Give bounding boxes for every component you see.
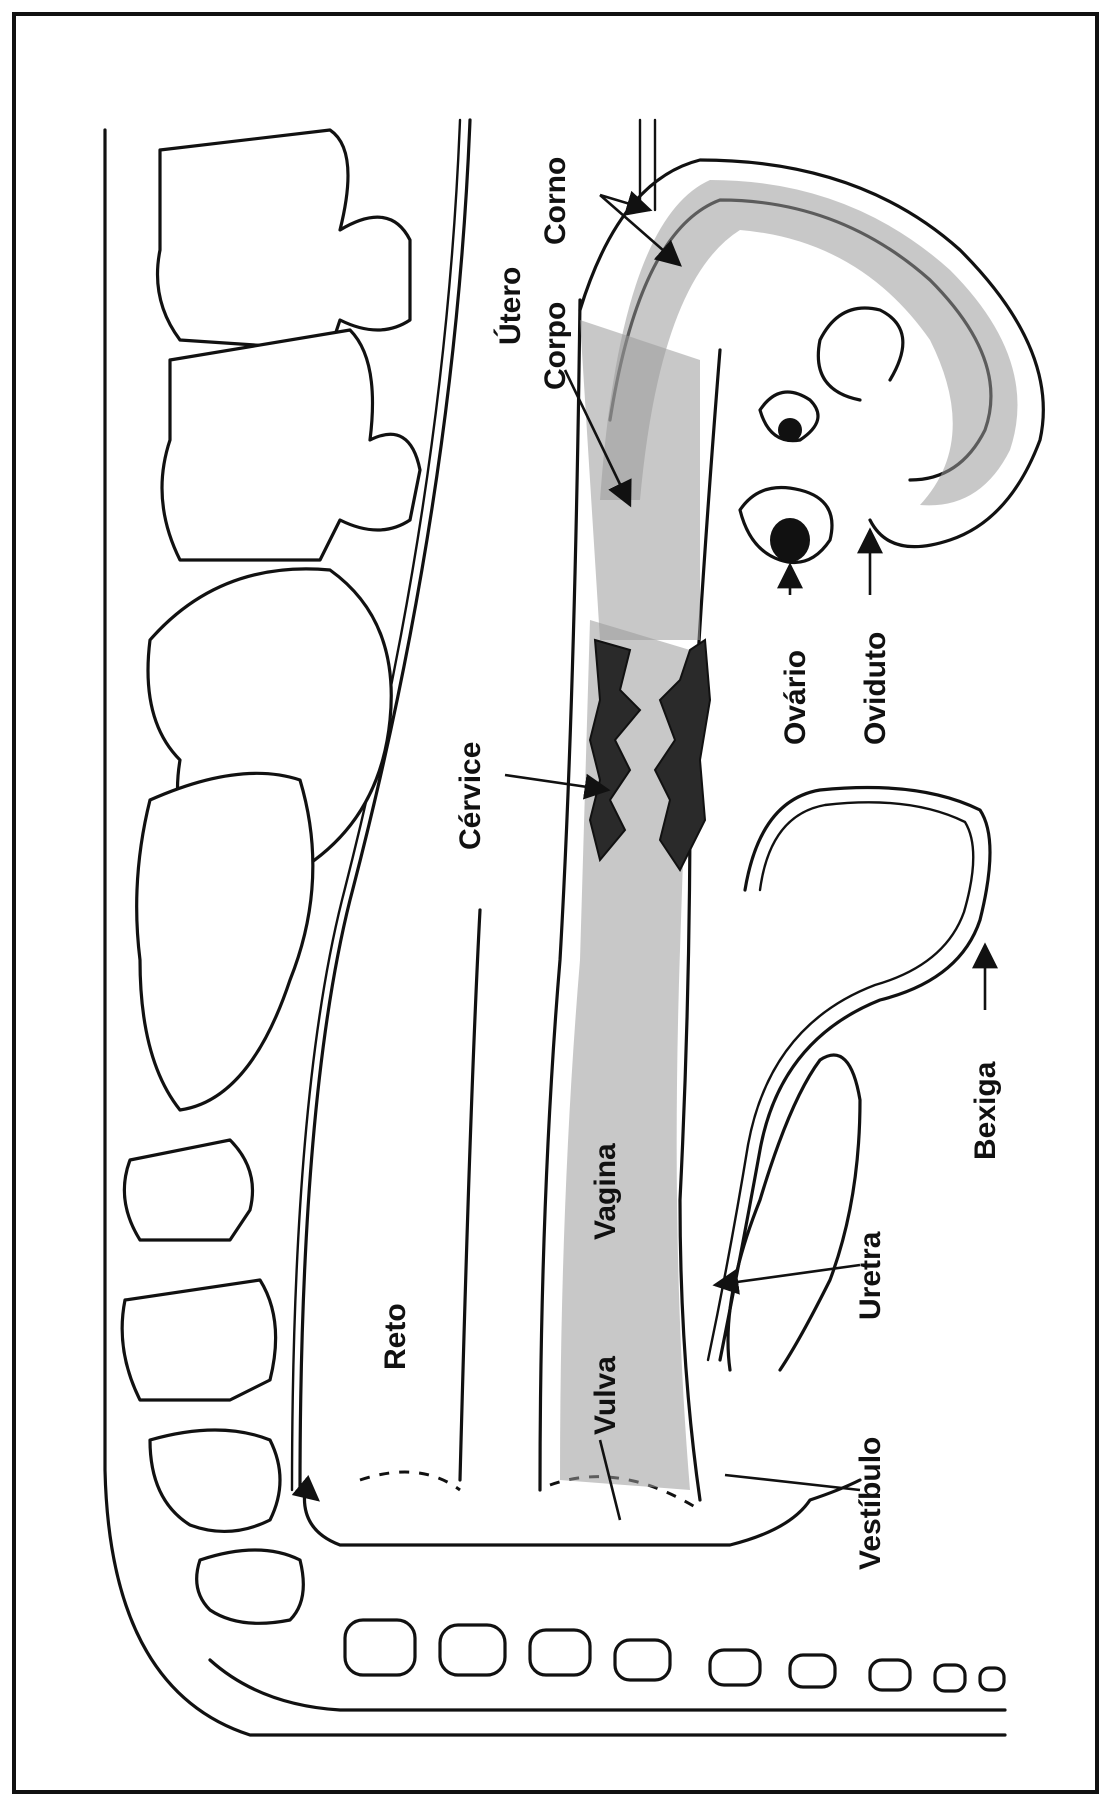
label-corno: Corno: [539, 157, 572, 245]
label-vestibulo: Vestíbulo: [854, 1437, 887, 1570]
label-ovario: Ovário: [779, 650, 812, 745]
label-vagina: Vagina: [589, 1143, 622, 1240]
arrow-vestibulo: [725, 1475, 860, 1490]
ovary-shape: [770, 518, 810, 562]
rectum-ventral-wall: [460, 910, 480, 1480]
label-bexiga: Bexiga: [969, 1061, 1002, 1160]
label-utero: Útero: [493, 267, 527, 345]
vertebrae-tail: [345, 1620, 1004, 1691]
label-reto: Reto: [379, 1303, 412, 1370]
label-cervice: Cérvice: [454, 742, 487, 850]
arrow-reto: [300, 1485, 318, 1500]
vertebrae-upper: [122, 130, 420, 1623]
bladder-inner: [708, 802, 973, 1360]
label-oviduto: Oviduto: [859, 632, 892, 745]
label-uretra: Uretra: [854, 1231, 887, 1320]
horn-curl: [818, 308, 903, 400]
uterus-body-fill: [580, 320, 700, 640]
label-corpo: Corpo: [539, 302, 572, 390]
vulva-dashed: [360, 1472, 460, 1490]
label-vulva: Vulva: [589, 1356, 622, 1435]
perineum-outline: [304, 1480, 860, 1545]
infundibulum-dark: [778, 418, 802, 442]
